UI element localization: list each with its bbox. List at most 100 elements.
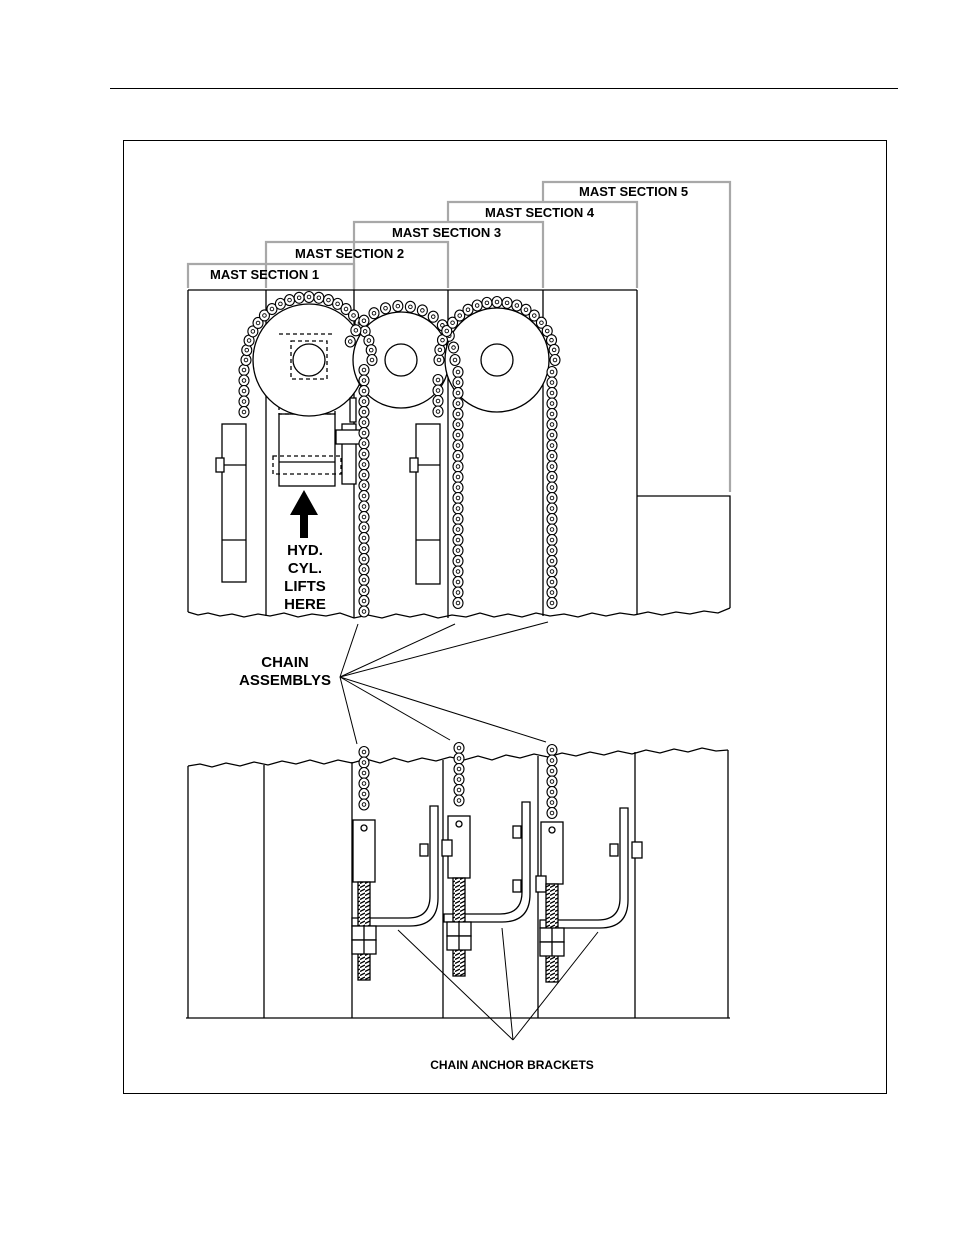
chain-pin	[505, 301, 509, 305]
chain-pin	[456, 580, 460, 584]
chain-pin	[550, 759, 554, 763]
chain-pin	[247, 339, 251, 343]
chain-pin	[550, 528, 554, 532]
chain-pin	[457, 757, 461, 761]
anchor-bolt-2	[442, 816, 471, 976]
chain-line-2: ASSEMBLYS	[239, 672, 331, 689]
hyd-line-2: CYL.	[288, 560, 322, 577]
chain-pin	[550, 748, 554, 752]
label-mast-section-1: MAST SECTION 1	[210, 267, 319, 282]
chain-pin	[456, 444, 460, 448]
chain-pin	[344, 307, 348, 311]
chain-pin	[362, 368, 366, 372]
anchor-plate-2	[416, 424, 440, 584]
chain-pin	[363, 330, 367, 334]
chain-pin	[550, 391, 554, 395]
chain-pin	[242, 379, 246, 383]
chain-pin	[456, 381, 460, 385]
chain-pin	[456, 591, 460, 595]
chain-pin	[362, 400, 366, 404]
chain-pin	[456, 496, 460, 500]
chain-pin	[362, 389, 366, 393]
chain-pin	[362, 484, 366, 488]
chain-pin	[550, 423, 554, 427]
chain-pin	[550, 580, 554, 584]
chain-pin	[457, 788, 461, 792]
chain-pin	[436, 389, 440, 393]
chain-pin	[445, 329, 449, 333]
chain-pin	[362, 410, 366, 414]
chain-assemblys-label: CHAIN ASSEMBLYS	[239, 654, 331, 689]
chain-pin	[362, 536, 366, 540]
chain-pin	[317, 296, 321, 300]
chain-pin	[553, 358, 557, 362]
chain-pin	[362, 547, 366, 551]
chain-pin	[438, 348, 442, 352]
chain-pin	[456, 475, 460, 479]
chain-pin	[456, 517, 460, 521]
chain-pin	[456, 412, 460, 416]
chain-pin	[457, 767, 461, 771]
chain-pin	[550, 507, 554, 511]
chain-pin	[550, 465, 554, 469]
chain-pin	[550, 517, 554, 521]
chain-pin	[456, 538, 460, 542]
chain-pin	[550, 570, 554, 574]
chain-pin	[327, 298, 331, 302]
label-mast-section-3: MAST SECTION 3	[392, 225, 501, 240]
chain-pin	[550, 591, 554, 595]
chain-pin	[485, 301, 489, 305]
chain-pin	[362, 610, 366, 614]
chain-pin	[456, 402, 460, 406]
chain-pin	[550, 433, 554, 437]
chain-pin	[362, 494, 366, 498]
chain-pin	[362, 599, 366, 603]
chain-pin	[362, 421, 366, 425]
chain-pin	[515, 304, 519, 308]
label-chain-anchor-brackets: CHAIN ANCHOR BRACKETS	[430, 1058, 594, 1072]
chain-pin	[453, 358, 457, 362]
chain-pin	[457, 799, 461, 803]
chain-pin	[524, 308, 528, 312]
chain-pin	[550, 790, 554, 794]
chain-pin	[354, 329, 358, 333]
chain-pin	[456, 570, 460, 574]
chain-pin	[475, 304, 479, 308]
chain-pin	[452, 346, 456, 350]
chain-pin	[362, 463, 366, 467]
chain-pin	[456, 433, 460, 437]
chain-pin	[409, 305, 413, 309]
chain-pin	[552, 348, 556, 352]
chain-pin	[242, 410, 246, 414]
chain-pin	[251, 330, 255, 334]
chain-pin	[372, 311, 376, 315]
chain-pin	[550, 370, 554, 374]
chain-pin	[456, 507, 460, 511]
chain-pin	[431, 315, 435, 319]
chain-pin	[456, 528, 460, 532]
chain-pin	[362, 442, 366, 446]
chain-pin	[362, 515, 366, 519]
label-mast-section-2: MAST SECTION 2	[295, 246, 404, 261]
hyd-line-1: HYD.	[287, 542, 323, 559]
up-arrow-icon	[290, 490, 318, 538]
chain-pin	[362, 750, 366, 754]
chain-pin	[550, 538, 554, 542]
chain-pin	[456, 391, 460, 395]
chain-pin	[242, 368, 246, 372]
chain-pin	[451, 321, 455, 325]
label-mast-section-5: MAST SECTION 5	[579, 184, 688, 199]
chain-pin	[362, 589, 366, 593]
chain-pin	[456, 465, 460, 469]
chain-pin	[242, 400, 246, 404]
chain-pin	[550, 402, 554, 406]
anchor-plate-1	[222, 424, 246, 582]
chain-leader-lines	[340, 622, 548, 744]
chain-pin	[456, 549, 460, 553]
hyd-line-3: LIFTS	[284, 578, 326, 595]
chain-pin	[362, 319, 366, 323]
chain-pin	[245, 348, 249, 352]
label-mast-section-4: MAST SECTION 4	[485, 205, 595, 220]
chain-pin	[532, 314, 536, 318]
